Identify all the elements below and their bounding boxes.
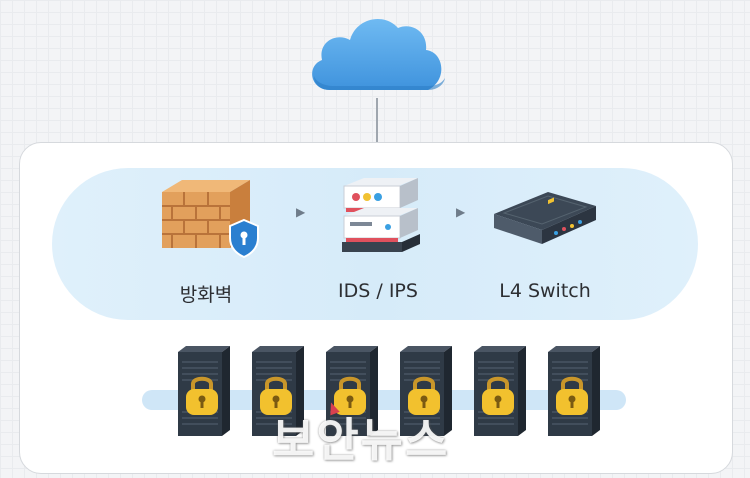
locked-server-rack-icon: [542, 346, 604, 436]
flow-arrow-1: ▶: [296, 205, 306, 219]
locked-server-rack-icon: [394, 346, 456, 436]
locked-server-rack-icon: [320, 346, 382, 436]
node-label-l4-switch: L4 Switch: [499, 280, 591, 302]
cloud-connector-line: [376, 98, 378, 142]
l4-switch-icon: [490, 186, 600, 252]
watermark-logo: 보안뉴스: [272, 413, 450, 467]
node-label-firewall: 방화벽: [179, 284, 233, 306]
ids-ips-appliance-icon: [334, 178, 424, 260]
flow-arrow-2: ▶: [456, 205, 466, 219]
node-label-ids-ips: IDS / IPS: [338, 280, 418, 302]
locked-server-rack-icon: [246, 346, 308, 436]
brick-firewall-shield-icon: [158, 178, 262, 258]
locked-server-rack-icon: [468, 346, 530, 436]
locked-server-rack-icon: [172, 346, 234, 436]
cloud-icon: [312, 18, 445, 91]
